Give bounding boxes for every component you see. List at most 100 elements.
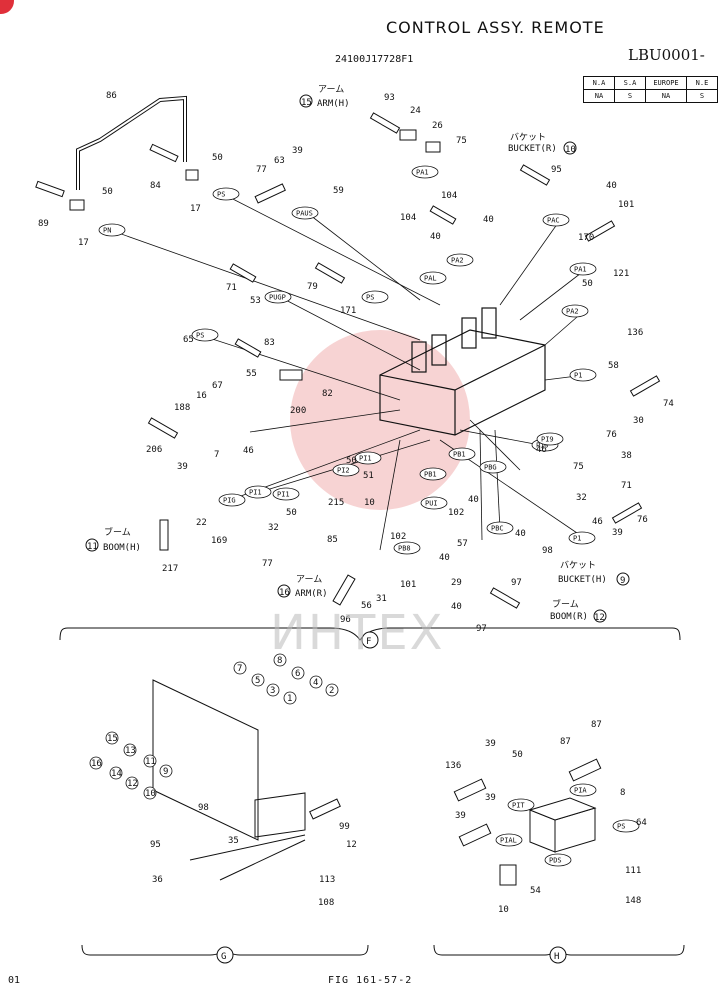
part-number-label: 89: [38, 219, 49, 229]
part-number-label: 12: [346, 840, 357, 850]
port-tag: PAL: [419, 271, 447, 285]
svg-text:PI1: PI1: [249, 489, 262, 497]
svg-text:PBC: PBC: [491, 525, 504, 533]
port-tag: PBC: [486, 521, 514, 535]
svg-text:BOOM(R): BOOM(R): [550, 612, 588, 622]
part-number-label: 148: [625, 896, 641, 906]
svg-text:PAC: PAC: [547, 217, 560, 225]
part-number-label: 104: [441, 191, 457, 201]
svg-text:9: 9: [163, 767, 168, 777]
part-number-label: 39: [485, 793, 496, 803]
part-number-label: 40: [515, 529, 526, 539]
panel-number: 14: [109, 766, 123, 780]
part-number-label: 10: [498, 905, 509, 915]
part-number-label: 36: [152, 875, 163, 885]
callout-arm-h: アーム 15 ARM(H): [299, 84, 350, 109]
svg-text:BUCKET(H): BUCKET(H): [558, 575, 607, 585]
port-tag: PA2: [446, 253, 474, 267]
part-number-label: 87: [560, 737, 571, 747]
view-f-bracket: [59, 627, 681, 641]
intex-watermark: ИНТЕХ: [270, 605, 445, 661]
part-number-label: 188: [174, 403, 190, 413]
port-tag: PS: [212, 187, 240, 201]
part-number-label: 67: [212, 381, 223, 391]
part-number-label: 97: [476, 624, 487, 634]
market-value-sa: S: [614, 89, 646, 103]
svg-text:PN: PN: [103, 227, 111, 235]
panel-number: 10: [143, 786, 157, 800]
part-number-label: 50: [212, 153, 223, 163]
view-g-circle: [216, 946, 234, 964]
port-tag: PI9: [536, 432, 564, 446]
svg-text:BOOM(H): BOOM(H): [103, 543, 141, 553]
svg-text:PS: PS: [366, 294, 374, 302]
port-tag: PAUS: [291, 206, 319, 220]
part-number-label: 84: [150, 181, 161, 191]
svg-text:PIG: PIG: [223, 497, 236, 505]
svg-text:PI9: PI9: [536, 442, 549, 450]
port-tag: PAC: [542, 213, 570, 227]
port-tag: PIG: [218, 493, 246, 507]
panel-number: 12: [125, 776, 139, 790]
part-number-label: 217: [162, 564, 178, 574]
part-number-label: 77: [262, 559, 273, 569]
part-number-label: 46: [592, 517, 603, 527]
panel-number: 4: [309, 675, 323, 689]
part-number-label: 102: [390, 532, 406, 542]
part-number-label: 29: [451, 578, 462, 588]
svg-text:12: 12: [594, 613, 605, 623]
svg-text:PS: PS: [196, 332, 204, 340]
port-tag: PUGP: [264, 290, 292, 304]
part-number-label: 58: [608, 361, 619, 371]
panel-number: 7: [233, 661, 247, 675]
part-number-label: 74: [663, 399, 674, 409]
part-number-label: 50: [582, 279, 593, 289]
panel-number: 5: [251, 673, 265, 687]
svg-text:PA1: PA1: [574, 266, 587, 274]
part-number-label: 86: [106, 91, 117, 101]
part-number-label: 35: [228, 836, 239, 846]
part-number-label: 113: [319, 875, 335, 885]
port-tag: PDS: [544, 853, 572, 867]
svg-text:PDS: PDS: [549, 857, 562, 865]
port-tag: PI2: [332, 463, 360, 477]
port-tag: PB1: [419, 467, 447, 481]
svg-text:PI1: PI1: [277, 491, 290, 499]
svg-text:15: 15: [107, 734, 118, 744]
port-tag: PB8: [393, 541, 421, 555]
callout-bucket-h: バケット BUCKET(H) 9: [558, 560, 630, 586]
port-tag: PS: [191, 328, 219, 342]
svg-text:PB1: PB1: [453, 451, 466, 459]
part-number-label: 101: [400, 580, 416, 590]
part-number-label: 17: [190, 204, 201, 214]
callout-arm-r: アーム 16 ARM(R): [277, 574, 328, 599]
part-number-label: 32: [268, 523, 279, 533]
svg-text:11: 11: [145, 757, 156, 767]
part-number-label: 111: [625, 866, 641, 876]
svg-text:16: 16: [91, 759, 102, 769]
part-number-label: 40: [430, 232, 441, 242]
part-number-label: 215: [328, 498, 344, 508]
pipe-86: [76, 95, 187, 190]
part-number-label: 38: [621, 451, 632, 461]
part-number-label: 104: [400, 213, 416, 223]
svg-text:10: 10: [145, 789, 156, 799]
block-view-h: [528, 797, 597, 853]
svg-text:3: 3: [270, 686, 275, 696]
svg-text:PIAL: PIAL: [500, 837, 517, 845]
part-number-label: 136: [445, 761, 461, 771]
part-number-label: 79: [307, 282, 318, 292]
part-number-label: 39: [292, 146, 303, 156]
panel-number: 2: [325, 683, 339, 697]
port-tag: P1: [568, 531, 596, 545]
svg-text:PIA: PIA: [574, 787, 587, 795]
part-number-label: 65: [183, 335, 194, 345]
view-f-circle: [361, 631, 379, 649]
port-tag: PA1: [569, 262, 597, 276]
port-tag: PA1: [411, 165, 439, 179]
panel-number: 16: [89, 756, 103, 770]
part-number-label: 95: [150, 840, 161, 850]
part-number-label: 108: [318, 898, 334, 908]
port-tag: PB1: [448, 447, 476, 461]
